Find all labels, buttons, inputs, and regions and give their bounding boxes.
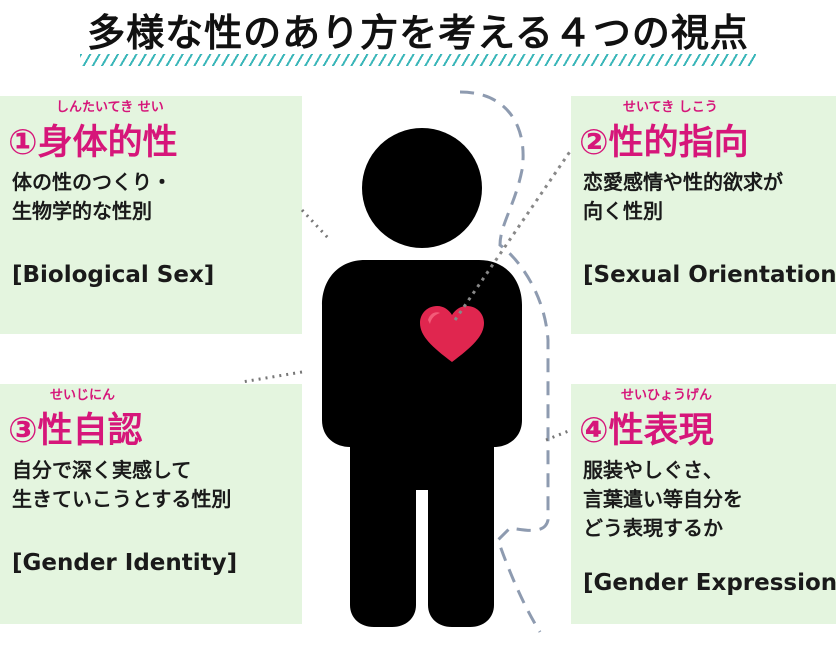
box-ruby: せいひょうげん xyxy=(621,388,713,403)
box-desc-line: 生物学的な性別 xyxy=(12,199,152,223)
box-desc-line: 言葉遣い等自分を xyxy=(583,487,743,511)
page-title: 多様な性のあり方を考える４つの視点 xyxy=(87,11,749,55)
box-ruby: しんたいてき せい xyxy=(56,100,164,115)
dashed-outline xyxy=(459,90,550,633)
box-desc-line: 恋愛感情や性的欲求が xyxy=(583,170,783,194)
box-ruby: せいてき しこう xyxy=(623,100,718,115)
connector-gender-expression xyxy=(545,428,572,442)
box-title: ②性的指向 xyxy=(579,123,749,163)
box-desc-line: 体の性のつくり・ xyxy=(12,170,172,194)
box-gender-identity: せいじにん ③性自認 自分で深く実感して 生きていこうとする性別 [Gender… xyxy=(0,384,302,624)
heart-icon xyxy=(420,306,484,362)
box-english: [Biological Sex] xyxy=(12,262,215,288)
box-desc-line: 自分で深く実感して xyxy=(12,458,192,482)
box-english: [Sexual Orientation] xyxy=(583,262,836,288)
connector-sexual-orientation xyxy=(453,149,573,321)
box-ruby: せいじにん xyxy=(50,388,116,403)
box-title: ④性表現 xyxy=(579,411,714,451)
box-sexual-orientation: せいてき しこう ②性的指向 恋愛感情や性的欲求が 向く性別 [Sexual O… xyxy=(571,96,836,334)
box-gender-expression: せいひょうげん ④性表現 服装やしぐさ、 言葉遣い等自分を どう表現するか [G… xyxy=(571,384,836,624)
box-title: ③性自認 xyxy=(8,411,143,451)
title-underline xyxy=(80,54,756,66)
connector-gender-identity xyxy=(241,370,303,384)
box-desc-line: 服装やしぐさ、 xyxy=(583,458,723,482)
box-biological-sex: しんたいてき せい ①身体的性 体の性のつくり・ 生物学的な性別 [Biolog… xyxy=(0,96,302,334)
box-english: [Gender Identity] xyxy=(12,550,238,576)
box-desc-line: どう表現するか xyxy=(583,516,723,540)
heart-highlight xyxy=(428,312,440,324)
box-desc-line: 生きていこうとする性別 xyxy=(12,487,232,511)
box-desc-line: 向く性別 xyxy=(583,199,663,223)
box-english: [Gender Expression] xyxy=(583,570,836,596)
connector-biological-sex xyxy=(300,208,332,242)
box-title: ①身体的性 xyxy=(8,123,178,163)
person-silhouette-icon xyxy=(322,128,522,627)
